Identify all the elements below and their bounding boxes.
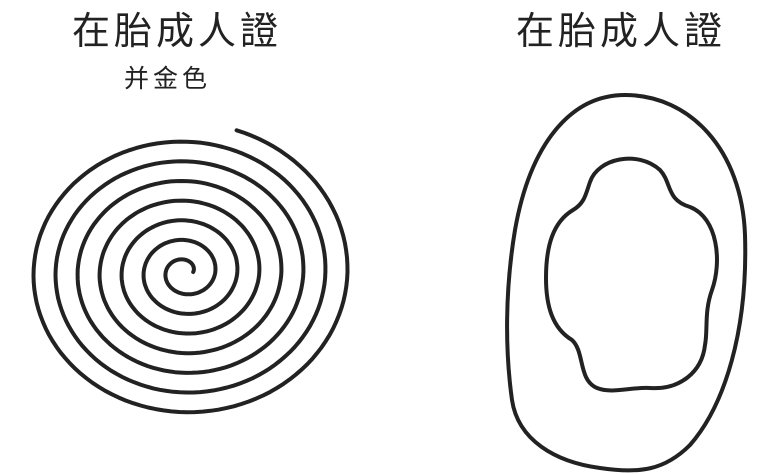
- inner-blob-drawing: [543, 156, 719, 393]
- outer-oval-drawing: [505, 92, 748, 473]
- right-title: 在胎成人證: [516, 9, 727, 53]
- left-subtitle: 并金色: [124, 64, 212, 93]
- spiral-drawing: [31, 128, 350, 415]
- left-title: 在胎成人證: [72, 9, 283, 53]
